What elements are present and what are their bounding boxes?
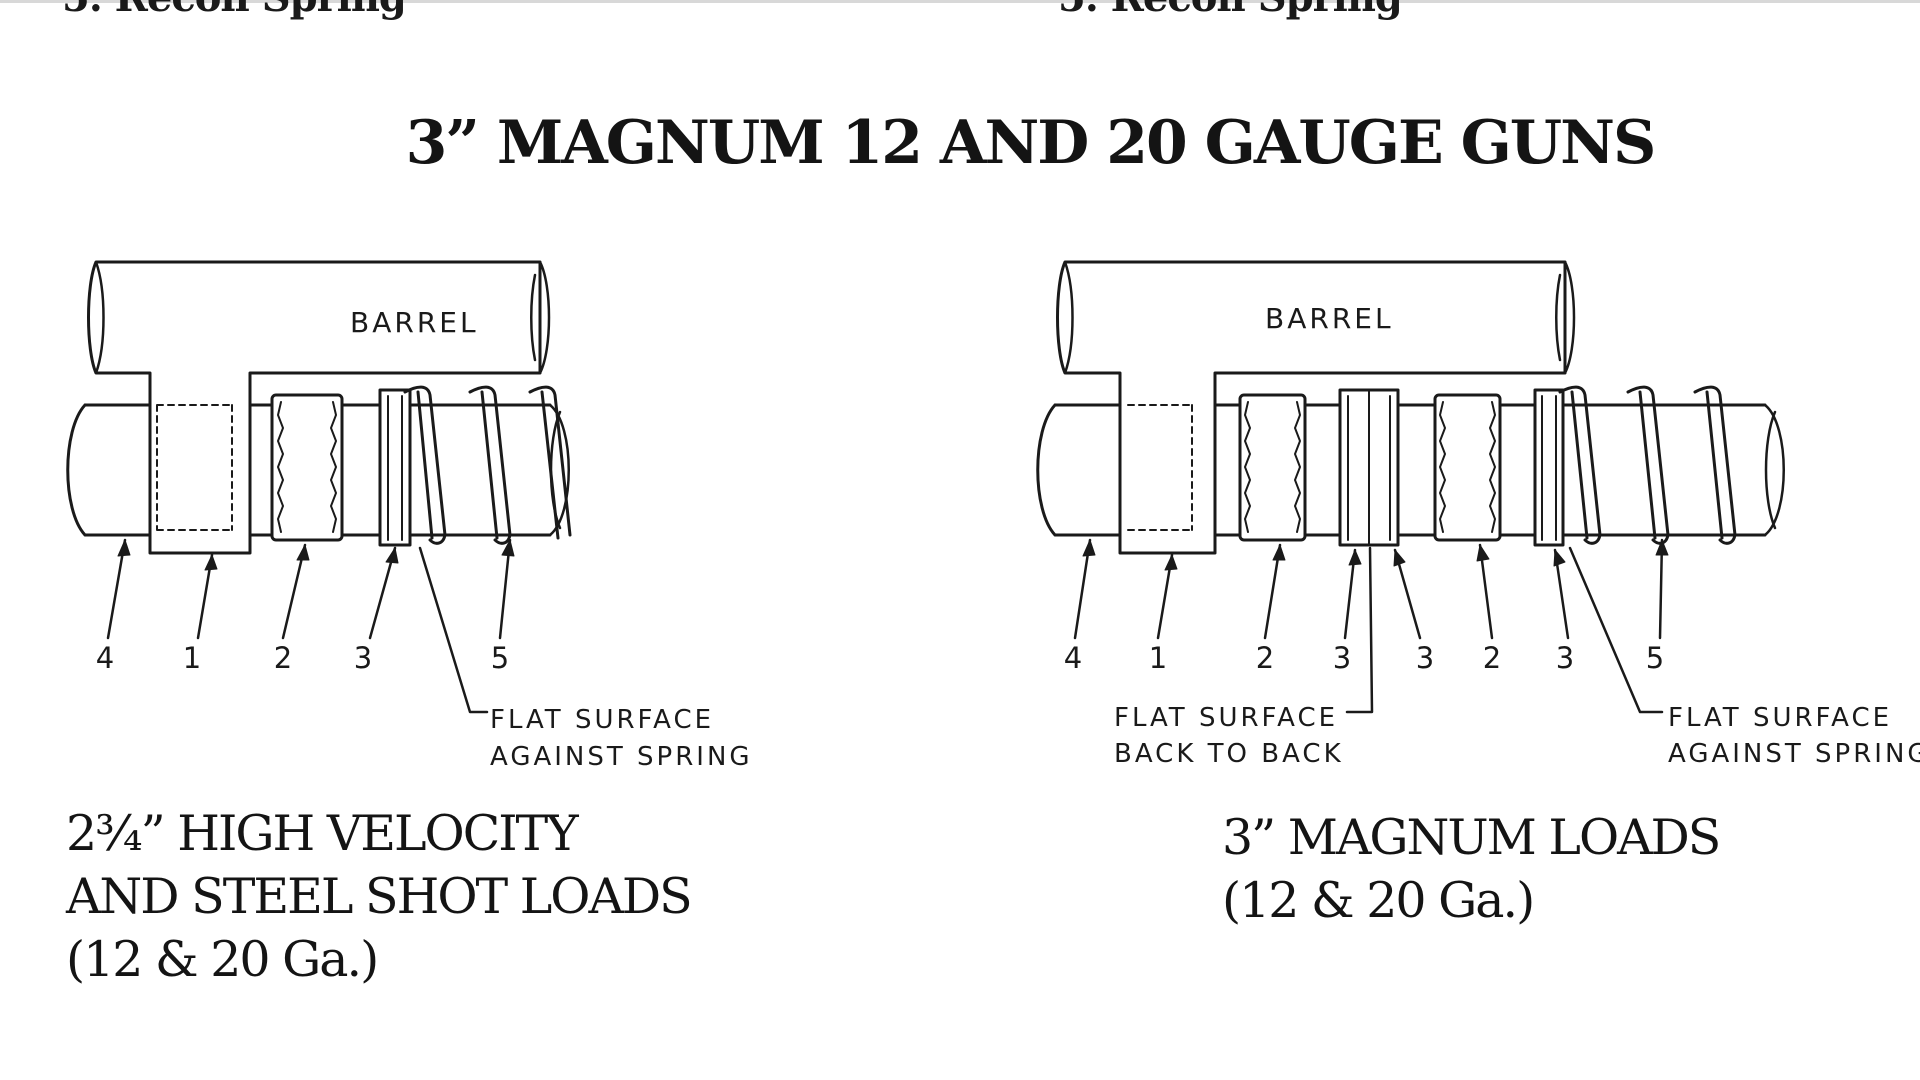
page-top-edge: [0, 0, 1920, 3]
left-barrel-break: [94, 260, 551, 375]
right-callout-5: 5: [1646, 641, 1664, 675]
left-ring-2: [270, 393, 344, 542]
left-caption: 2¾” HIGH VELOCITY AND STEEL SHOT LOADS (…: [66, 802, 693, 991]
cut-off-heading-left: 5. Recoil Spring: [62, 0, 407, 21]
left-caption-line-3: (12 & 20 Ga.): [66, 931, 379, 988]
right-assembly-diagram: BARREL 4 1 2 3 3 2 3 5 FLAT SURFACE BACK…: [1036, 260, 1920, 769]
left-recoil-spring: [403, 385, 572, 545]
right-ring-2-first-texture: [1244, 401, 1301, 533]
right-callout-3c: 3: [1556, 641, 1574, 675]
right-note-left-line-2: BACK TO BACK: [1114, 739, 1344, 769]
left-barrel-label: BARREL: [350, 306, 479, 339]
right-ring-2-first: [1238, 393, 1307, 542]
right-callout-1: 1: [1149, 641, 1167, 675]
left-note-line-2: AGAINST SPRING: [490, 742, 753, 772]
left-callout-3: 3: [354, 641, 372, 675]
left-ring-3: [378, 388, 412, 547]
right-ring-3-spring: [1533, 388, 1565, 547]
right-arrowheads: [1082, 539, 1669, 571]
left-note-line-1: FLAT SURFACE: [490, 705, 714, 735]
right-caption-line-2: (12 & 20 Ga.): [1222, 872, 1535, 929]
cut-off-heading-right: 5. Recoil Spring: [1058, 0, 1403, 21]
right-callout-4: 4: [1064, 641, 1082, 675]
right-callout-2b: 2: [1483, 641, 1501, 675]
left-callout-4: 4: [96, 641, 114, 675]
left-callout-5: 5: [491, 641, 509, 675]
left-assembly-diagram: BARREL 4 1 2 3 5 FLAT SURFACE AGAINST SP…: [66, 260, 753, 772]
left-ring-3-detail: [387, 395, 403, 541]
right-recoil-spring: [1558, 385, 1737, 545]
right-caption-line-1: 3” MAGNUM LOADS: [1222, 809, 1721, 866]
right-caption: 3” MAGNUM LOADS (12 & 20 Ga.): [1222, 806, 1721, 932]
left-arrowheads: [117, 539, 515, 571]
left-callout-2: 2: [274, 641, 292, 675]
right-note-left-line-1: FLAT SURFACE: [1114, 703, 1338, 733]
right-barrel: [1056, 260, 1567, 555]
right-leader-lines: [1073, 538, 1664, 714]
right-callout-3a: 3: [1333, 641, 1351, 675]
left-caption-line-1: 2¾” HIGH VELOCITY: [66, 805, 579, 862]
left-caption-line-2: AND STEEL SHOT LOADS: [66, 868, 693, 925]
right-barrel-label: BARREL: [1265, 302, 1394, 335]
right-hidden-lines: [1127, 404, 1193, 531]
right-ring-2-second: [1433, 393, 1502, 542]
left-ring-2-texture: [277, 401, 337, 533]
left-barrel: [87, 260, 542, 555]
left-leader-lines: [106, 538, 512, 714]
left-hidden-lines: [156, 404, 233, 531]
right-ring-3-pair-detail: [1347, 389, 1391, 546]
right-callout-3b: 3: [1416, 641, 1434, 675]
right-note-right-line-2: AGAINST SPRING: [1668, 739, 1920, 769]
right-magazine-tube-break: [1763, 403, 1785, 537]
right-callout-2a: 2: [1256, 641, 1274, 675]
right-note-right-line-1: FLAT SURFACE: [1668, 703, 1892, 733]
page-title: 3” MAGNUM 12 AND 20 GAUGE GUNS: [405, 108, 1657, 178]
right-ring-3-spring-detail: [1541, 395, 1557, 541]
left-callout-1: 1: [183, 641, 201, 675]
right-barrel-break: [1063, 260, 1576, 375]
right-ring-2-second-texture: [1439, 401, 1496, 533]
